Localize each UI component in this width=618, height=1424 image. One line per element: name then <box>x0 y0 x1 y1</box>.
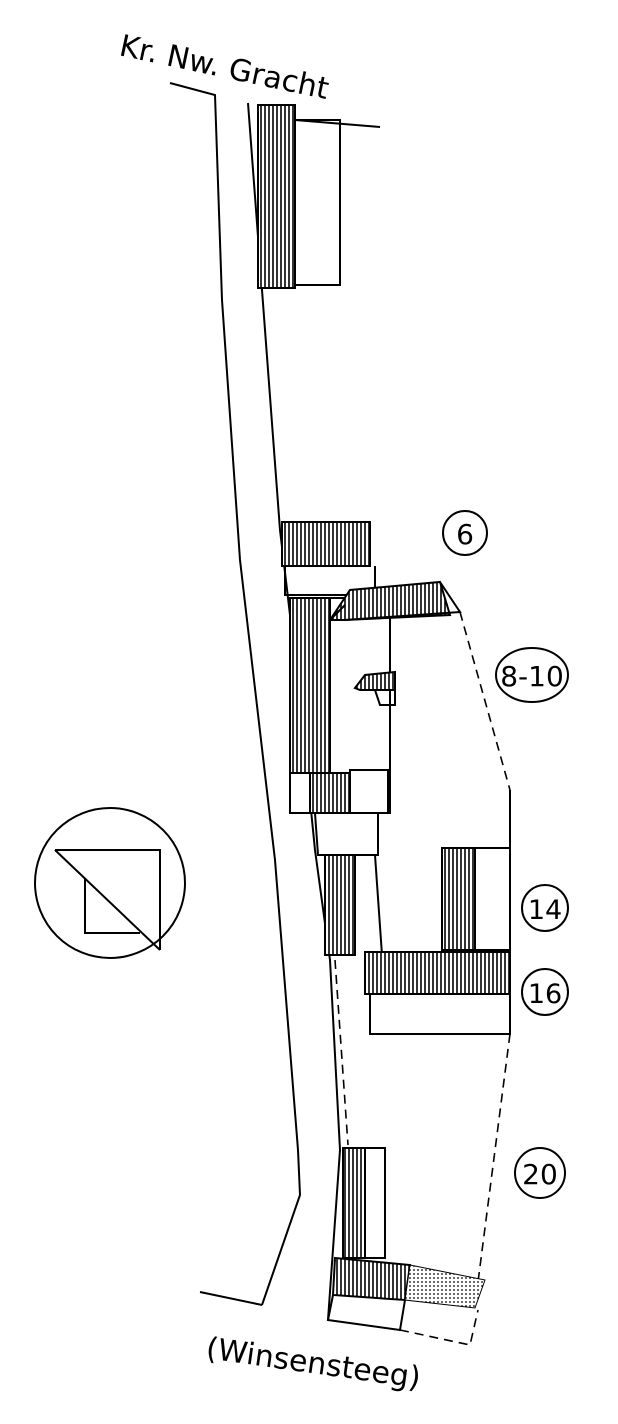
parcel-label-14: 14 <box>521 884 569 932</box>
street-label-bottom: (Winsensteeg) <box>204 1331 423 1396</box>
building-14-16 <box>324 847 511 1283</box>
parcel-label-16: 16 <box>521 968 569 1016</box>
building-20 <box>326 1147 486 1346</box>
svg-text:6: 6 <box>456 518 474 551</box>
svg-text:16: 16 <box>528 979 562 1010</box>
svg-text:20: 20 <box>522 1158 558 1191</box>
compass-rose-icon <box>34 807 186 959</box>
parcel-label-20: 20 <box>514 1147 566 1199</box>
street-label-top: Kr. Nw. Gracht <box>116 29 332 108</box>
building-top <box>257 104 381 289</box>
svg-text:8-10: 8-10 <box>500 660 564 693</box>
parcel-label-8-10: 8-10 <box>495 647 569 703</box>
parcel-label-6: 6 <box>442 510 488 556</box>
svg-text:14: 14 <box>528 895 562 926</box>
building-6-8-10 <box>281 521 511 856</box>
